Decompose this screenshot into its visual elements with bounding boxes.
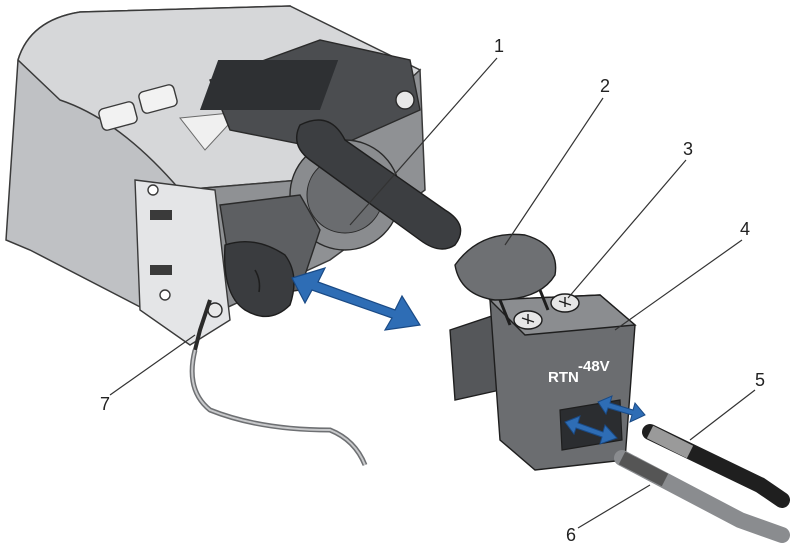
terminal-label-rtn: RTN bbox=[548, 369, 579, 386]
insert-direction-arrow bbox=[292, 268, 420, 330]
callout-5: 5 bbox=[755, 370, 765, 390]
leader-line-3 bbox=[568, 160, 686, 298]
plate-slot bbox=[150, 265, 172, 275]
leader-line-6 bbox=[578, 485, 650, 528]
terminal-label-48v: -48V bbox=[578, 358, 610, 375]
leader-line-7 bbox=[110, 335, 195, 395]
fan-vent bbox=[200, 60, 338, 110]
plate-screw bbox=[148, 185, 158, 195]
leader-line-2 bbox=[505, 98, 603, 245]
callout-2: 2 bbox=[600, 76, 610, 96]
callout-3: 3 bbox=[683, 139, 693, 159]
plate-screw bbox=[160, 290, 170, 300]
chassis-screw bbox=[396, 91, 414, 109]
wire-gray-strands bbox=[622, 458, 665, 480]
power-wires bbox=[622, 432, 782, 535]
power-supply-unit bbox=[6, 6, 461, 345]
psu-front-plate bbox=[135, 180, 230, 345]
callout-1: 1 bbox=[494, 36, 504, 56]
leader-line-5 bbox=[690, 390, 755, 440]
leader-line-4 bbox=[615, 240, 742, 330]
callout-7: 7 bbox=[100, 394, 110, 414]
callout-6: 6 bbox=[566, 525, 576, 545]
callout-4: 4 bbox=[740, 219, 750, 239]
ground-cable-highlight bbox=[192, 350, 365, 465]
wire-black-strands bbox=[650, 432, 690, 452]
ground-cable bbox=[192, 350, 365, 465]
plate-slot bbox=[150, 210, 172, 220]
